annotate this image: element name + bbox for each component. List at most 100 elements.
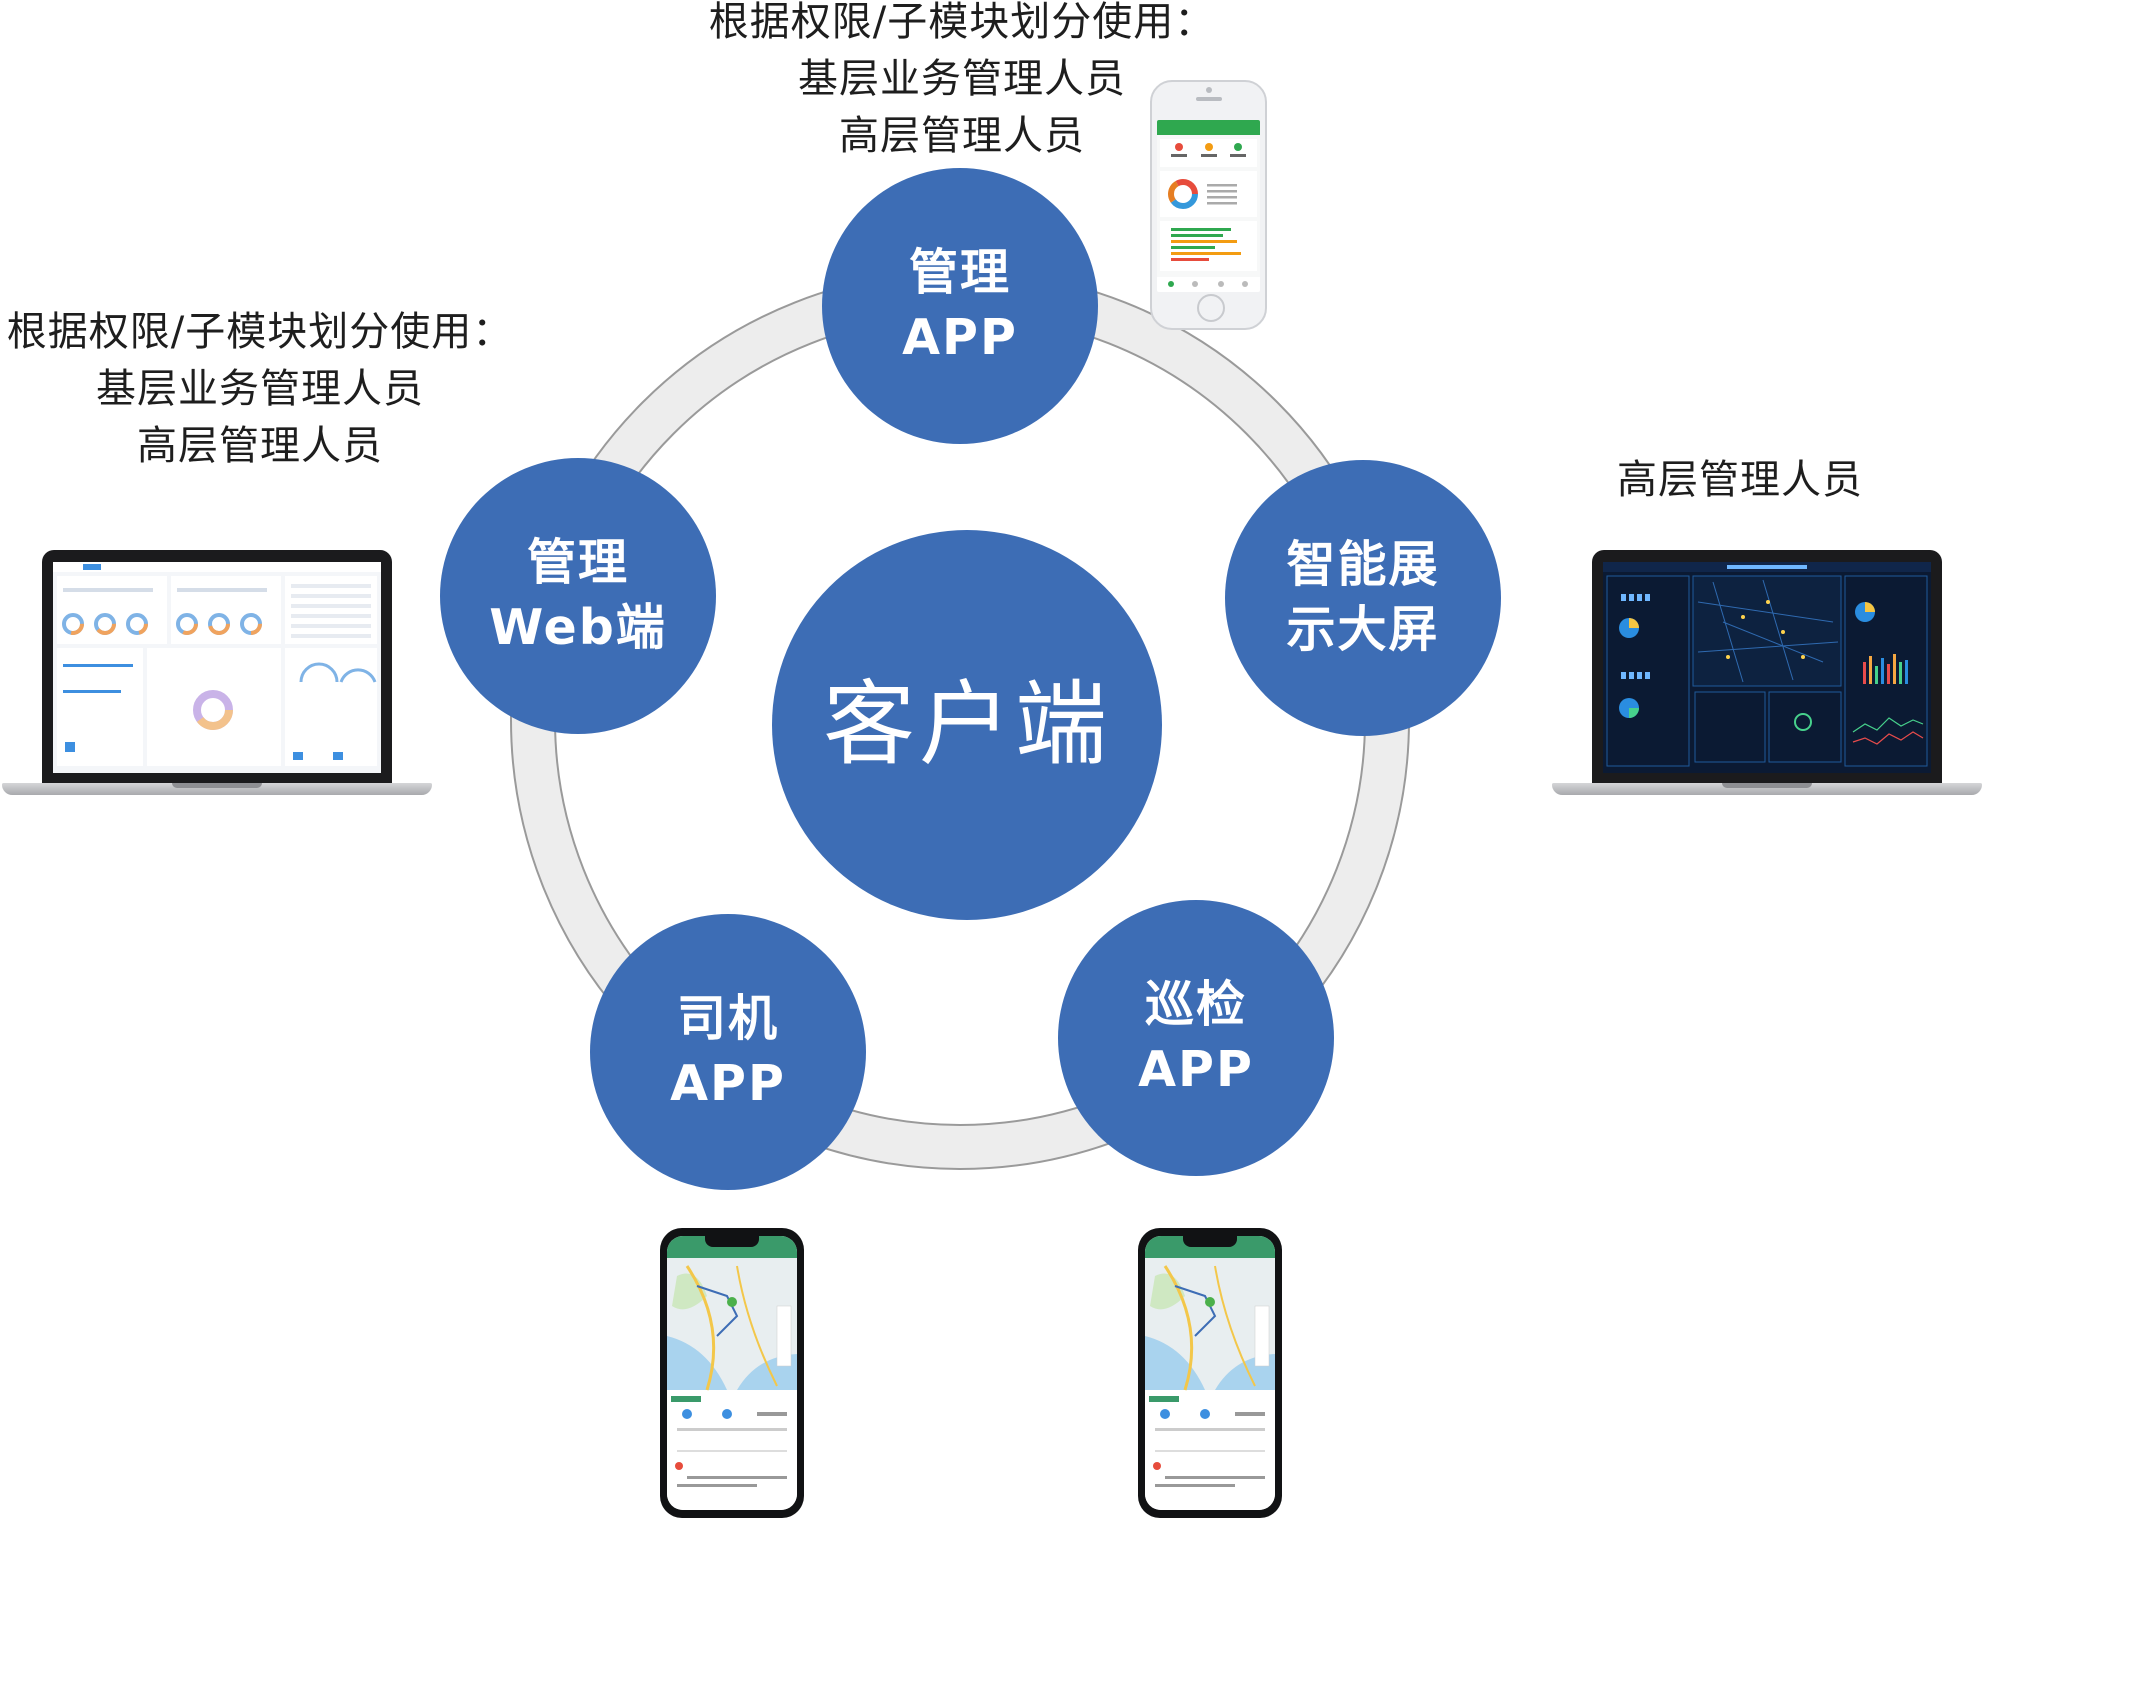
bar-chart-right	[1863, 654, 1908, 684]
donut-chart-seg	[1168, 179, 1198, 209]
info-text	[677, 1450, 787, 1452]
pin-icon	[675, 1462, 683, 1470]
info-card-title	[671, 1396, 701, 1402]
road-yellow-2	[1214, 1265, 1256, 1387]
icon-tile	[293, 752, 303, 760]
caption-line: 基层业务管理人员	[798, 56, 1126, 102]
address-text	[1155, 1484, 1235, 1487]
smart-display-laptop	[1552, 550, 1982, 795]
user-icon	[1160, 1409, 1170, 1419]
line-chart-right-2	[1852, 731, 1924, 745]
map-roads	[1697, 579, 1839, 683]
driver-app-phone	[660, 1228, 804, 1518]
inspection-map-screenshot	[1145, 1236, 1275, 1510]
info-text	[1155, 1450, 1265, 1452]
caption-line: 高层管理人员	[1617, 457, 1863, 503]
caption-management-app: 根据权限/子模块划分使用： 基层业务管理人员 高层管理人员	[662, 0, 1262, 165]
tab-icon	[1242, 281, 1248, 287]
laptop-lid	[42, 550, 392, 783]
caption-management-web: 根据权限/子模块划分使用： 基层业务管理人员 高层管理人员	[0, 304, 520, 475]
pie-left-2-seg	[1629, 708, 1639, 718]
donut-row	[62, 613, 262, 635]
phone-screen	[1145, 1236, 1275, 1510]
node-label-line2: APP	[670, 1055, 786, 1112]
location-marker-icon	[727, 1297, 737, 1307]
gauge	[339, 668, 377, 683]
tab-icon	[1192, 281, 1198, 287]
node-label-line1: 司机	[676, 990, 779, 1048]
node-label-line2: APP	[902, 309, 1018, 366]
gauge	[299, 662, 339, 683]
bar-orange	[1171, 252, 1241, 255]
caption-line: 高层管理人员	[839, 113, 1085, 159]
legend-row	[1207, 202, 1237, 205]
stat-dot-orange	[1205, 143, 1213, 151]
center-node-client: 客户端	[772, 530, 1162, 920]
node-driver-app[interactable]: 司机 APP	[590, 914, 866, 1190]
big-donut-seg	[193, 690, 233, 730]
legend-row	[1207, 184, 1237, 187]
stat-text	[1171, 154, 1187, 157]
tab-bar	[1157, 277, 1260, 292]
info-text	[757, 1412, 787, 1416]
road-yellow	[685, 1265, 716, 1391]
node-label-line1: 智能展	[1286, 536, 1440, 594]
node-label-line1: 管理	[526, 534, 629, 592]
management-app-screenshot	[1157, 120, 1260, 292]
line-chart-right	[1852, 717, 1924, 733]
bar-red	[1171, 258, 1209, 261]
laptop-base	[1552, 783, 1982, 795]
icon-tile	[333, 752, 343, 760]
panel-mid-bottom	[147, 648, 281, 766]
caption-line: 高层管理人员	[137, 423, 383, 469]
inspection-app-phone	[1138, 1228, 1282, 1518]
info-card-title	[1149, 1396, 1179, 1402]
center-bottom-widgets	[1694, 691, 1842, 763]
title-text	[1727, 565, 1807, 569]
app-header-bar	[1157, 120, 1260, 135]
management-app-phone	[1150, 80, 1267, 330]
map-side-buttons	[776, 1305, 792, 1367]
pie-right-seg	[1865, 602, 1875, 612]
caption-line: 基层业务管理人员	[96, 366, 424, 412]
progress-bar	[63, 690, 121, 693]
tab-icon	[1218, 281, 1224, 287]
legend-row	[1207, 190, 1237, 193]
phone-notch	[1183, 1236, 1237, 1247]
location-marker-icon	[1205, 1297, 1215, 1307]
phone-screen	[1157, 120, 1260, 292]
legend-row	[1207, 196, 1237, 199]
map-points	[1726, 600, 1805, 659]
bar-green	[1171, 234, 1223, 237]
node-inspection-app[interactable]: 巡检 APP	[1058, 900, 1334, 1176]
info-text	[1235, 1412, 1265, 1416]
node-label-line1: 巡检	[1144, 976, 1247, 1034]
web-dashboard-screenshot	[53, 562, 381, 766]
management-web-laptop	[2, 550, 432, 795]
info-text	[1155, 1428, 1265, 1431]
node-management-app[interactable]: 管理 APP	[822, 168, 1098, 444]
user-icon	[682, 1409, 692, 1419]
icon-tile	[65, 742, 75, 752]
tab-icon	[1168, 281, 1174, 287]
phone-icon	[1200, 1409, 1210, 1419]
laptop-base	[2, 783, 432, 795]
stat-text	[1230, 154, 1246, 157]
ring-widget	[1794, 713, 1812, 731]
node-smart-display-screen[interactable]: 智能展 示大屏	[1225, 460, 1501, 736]
bar-green	[1171, 228, 1231, 231]
map-side-buttons	[1254, 1305, 1270, 1367]
camera-icon	[1205, 87, 1212, 93]
right-panel	[1844, 575, 1928, 767]
app-header-bar	[1145, 1236, 1275, 1258]
node-management-web[interactable]: 管理 Web端	[440, 458, 716, 734]
top-tabs-bar	[53, 562, 381, 572]
caption-line: 根据权限/子模块划分使用：	[6, 309, 514, 355]
home-button-icon	[1196, 294, 1225, 322]
stat-text	[1201, 154, 1217, 157]
laptop-lid	[1592, 550, 1942, 783]
address-text	[687, 1476, 787, 1479]
center-label: 客户端	[822, 671, 1111, 779]
driver-map-screenshot	[667, 1236, 797, 1510]
left-panel	[1606, 575, 1690, 767]
